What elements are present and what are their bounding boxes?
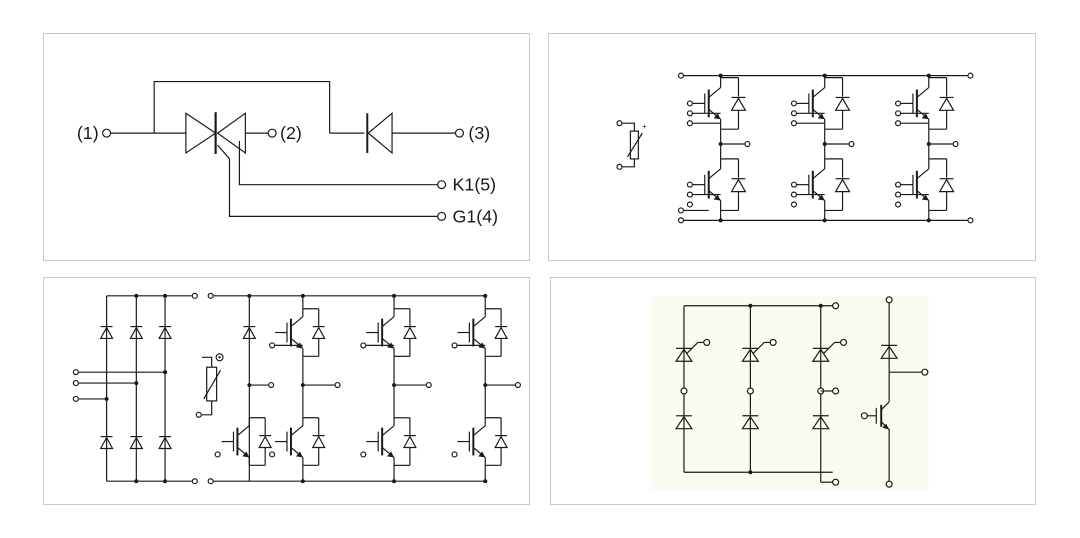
panel-pim-module (43, 277, 530, 505)
igbt-icon (795, 157, 851, 212)
rectifier-bridge (72, 292, 198, 485)
ntc-thermistor-icon (195, 353, 224, 418)
igbt-icon (691, 157, 747, 212)
label-terminal-g1: G1(4) (453, 206, 499, 226)
igbt-with-diode (860, 296, 929, 488)
terminal-g1[interactable] (437, 211, 447, 221)
igbt-icon (366, 309, 416, 357)
thyristor-icon (185, 112, 217, 155)
label-terminal-k1: K1(5) (453, 175, 497, 195)
igbt-icon (795, 76, 851, 131)
terminal-1[interactable] (102, 128, 112, 138)
panel-six-pack-igbt-module: + (548, 33, 1036, 261)
label-terminal-1: (1) (77, 123, 99, 143)
diode-icon (366, 112, 393, 155)
label-terminal-3: (3) (468, 123, 490, 143)
panel-thyristor-diode-module: (1) (2) (3) K1(5) (43, 33, 530, 261)
brake-chopper (214, 293, 275, 482)
terminal-3[interactable] (454, 128, 465, 138)
igbt-icon (275, 309, 325, 357)
panel-half-controlled-bridge (550, 277, 1036, 505)
igbt-icon (366, 418, 416, 466)
schematic-half-controlled-bridge (651, 295, 929, 491)
label-terminal-2: (2) (280, 123, 302, 143)
igbt-icon (275, 418, 325, 466)
schematic-thyristor-diode: (1) (2) (3) K1(5) (77, 80, 499, 226)
igbt-icon (457, 418, 507, 466)
ntc-mark: + (642, 122, 647, 131)
igbt-icon (691, 76, 747, 131)
igbt-icon (457, 309, 507, 357)
terminal-2[interactable] (267, 128, 277, 138)
ntc-thermistor-icon: + (616, 120, 647, 170)
igbt-icon (900, 76, 955, 131)
schematic-pim (72, 292, 522, 485)
igbt-icon (900, 157, 955, 212)
terminal-k1[interactable] (437, 180, 447, 190)
schematic-six-pack-igbt: + (616, 72, 974, 224)
